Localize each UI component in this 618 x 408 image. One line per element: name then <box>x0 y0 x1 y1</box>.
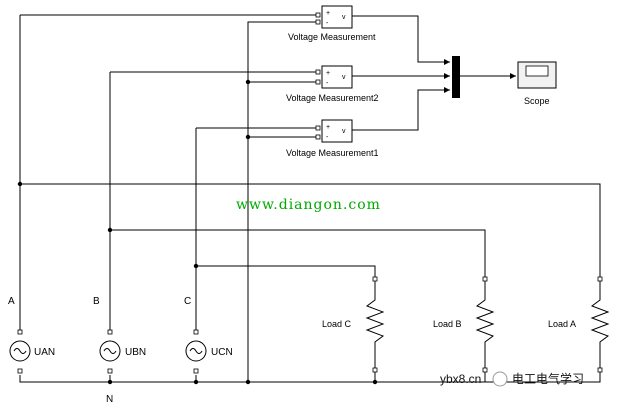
mux-arrow-1 <box>444 59 450 65</box>
load-a[interactable]: Load A <box>548 276 610 373</box>
vm3-label: Voltage Measurement1 <box>286 148 379 158</box>
ac-source-icon <box>13 348 27 354</box>
load-c[interactable]: Load C <box>322 276 385 373</box>
resistor-icon <box>475 281 495 368</box>
source-ubn-label: UBN <box>125 347 146 358</box>
wechat-icon <box>492 371 508 387</box>
wire-bus-a <box>20 183 601 278</box>
wire-bus-c <box>196 265 376 278</box>
source-ucn[interactable]: C UCN <box>184 296 233 374</box>
junctions <box>17 79 378 385</box>
node-b-label: B <box>93 296 100 307</box>
voltage-measurement-block[interactable]: + - v Voltage Measurement <box>288 5 376 42</box>
vm1-label: Voltage Measurement <box>288 32 376 42</box>
voltage-measurement1-block[interactable]: + - v Voltage Measurement1 <box>286 119 379 158</box>
voltage-measurement2-block[interactable]: + - v Voltage Measurement2 <box>286 65 379 103</box>
scope-label: Scope <box>524 96 550 106</box>
watermark-brand-text: 电工电气学习 <box>512 371 584 386</box>
resistor-icon <box>590 281 610 368</box>
svg-text:-: - <box>326 134 329 141</box>
svg-text:v: v <box>342 128 346 135</box>
svg-text:v: v <box>342 74 346 81</box>
watermark-url: www.diangon.com <box>236 197 381 213</box>
wire-bus-b <box>110 229 486 278</box>
node-a-label: A <box>8 296 15 307</box>
source-ubn[interactable]: B UBN <box>93 296 146 374</box>
wire-vm1-out <box>352 15 450 63</box>
ac-source-icon <box>103 348 117 354</box>
neutral-label: N <box>106 394 113 405</box>
watermark-site: ybx8.cn <box>440 372 481 386</box>
mux-arrow-2 <box>444 73 450 79</box>
scope-arrow <box>510 73 516 79</box>
svg-text:-: - <box>326 80 329 87</box>
vm2-label: Voltage Measurement2 <box>286 93 379 103</box>
mux-block[interactable] <box>444 56 516 98</box>
resistor-icon <box>365 281 385 368</box>
source-uan-label: UAN <box>34 347 55 358</box>
svg-text:v: v <box>342 14 346 21</box>
scope-block[interactable]: Scope <box>517 61 557 106</box>
load-c-label: Load C <box>322 319 352 329</box>
wire-vm3-out <box>352 89 450 131</box>
ac-source-icon <box>189 348 203 354</box>
load-a-label: Load A <box>548 319 576 329</box>
wire-neutral <box>19 372 601 383</box>
svg-text:+: + <box>326 124 330 131</box>
svg-text:+: + <box>326 70 330 77</box>
node-c-label: C <box>184 296 191 307</box>
scope-screen-icon <box>525 65 549 77</box>
source-uan[interactable]: A UAN <box>8 296 55 374</box>
mux-arrow-3 <box>444 87 450 93</box>
load-b[interactable]: Load B <box>433 276 495 373</box>
load-b-label: Load B <box>433 319 462 329</box>
watermark-brand: ybx8.cn 电工电气学习 <box>440 371 584 387</box>
source-ucn-label: UCN <box>211 347 233 358</box>
wire-vm1-minus <box>247 21 318 382</box>
svg-text:-: - <box>326 20 329 27</box>
svg-text:+: + <box>326 10 330 17</box>
wires <box>19 14 601 383</box>
